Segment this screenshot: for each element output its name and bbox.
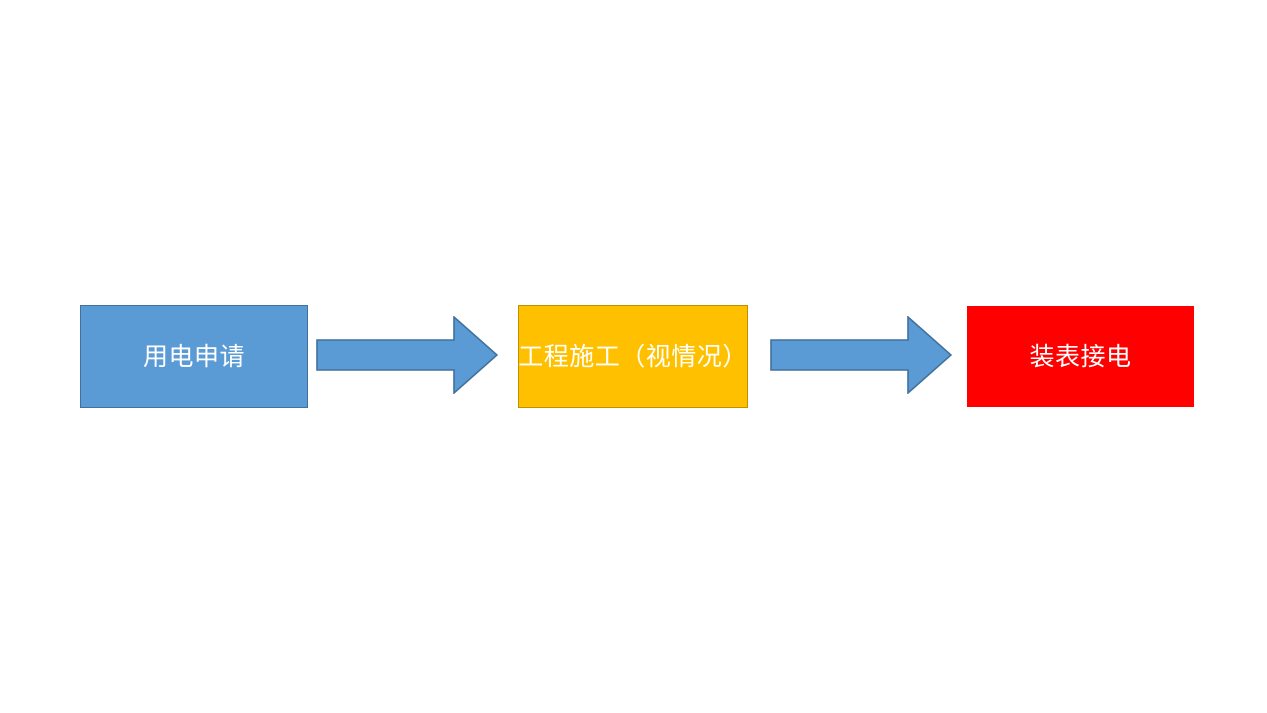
process-step-construct[interactable]: 工程施工（视情况） (518, 305, 748, 408)
process-step-label: 用电申请 (142, 342, 245, 371)
right-block-arrow-shape (316, 316, 498, 394)
right-block-arrow-icon (316, 316, 498, 394)
right-block-arrow-icon (770, 316, 952, 394)
process-step-label: 工程施工（视情况） (518, 342, 748, 371)
arrow-polygon (316, 316, 498, 394)
process-step-apply[interactable]: 用电申请 (80, 305, 308, 408)
right-block-arrow-shape (770, 316, 952, 394)
arrow-polygon (770, 316, 952, 394)
process-step-label: 装表接电 (1029, 342, 1132, 371)
process-step-connect[interactable]: 装表接电 (967, 306, 1194, 407)
